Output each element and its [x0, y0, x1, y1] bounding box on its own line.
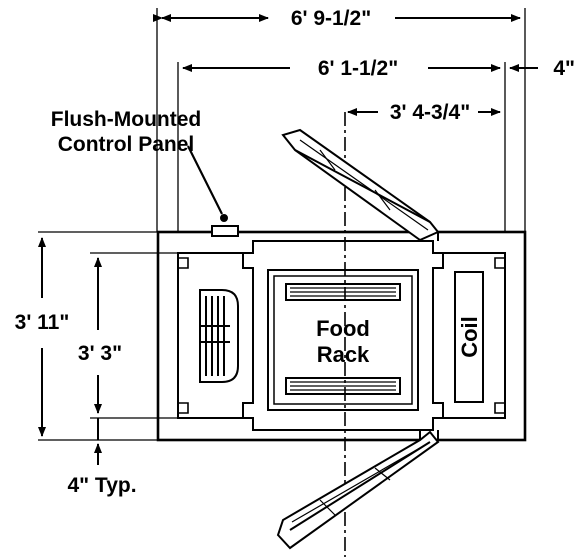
building-outline	[156, 230, 527, 442]
dim-wall-thickness: 4"	[553, 57, 575, 80]
dim-typical-wall: 4" Typ.	[67, 474, 136, 497]
extension-lines	[38, 8, 526, 441]
control-panel	[187, 145, 239, 237]
dimension-lines	[38, 14, 538, 465]
control-panel-label-line1: Flush-Mounted	[51, 108, 201, 131]
coil-label: Coil	[457, 316, 482, 358]
grille-unit	[199, 289, 239, 383]
dim-overall-depth: 3' 11"	[15, 311, 70, 334]
dim-inner-width: 6' 1-1/2"	[318, 57, 398, 80]
food-rack-label-line1: Food	[316, 316, 370, 341]
food-rack-label-line2: Rack	[317, 342, 370, 367]
dim-center-offset: 3' 4-3/4"	[390, 101, 470, 124]
coil-box	[454, 271, 484, 403]
control-panel-label-line2: Control Panel	[58, 133, 195, 156]
dim-inner-depth: 3' 3"	[78, 342, 122, 365]
door-bottom	[276, 430, 440, 550]
door-top	[281, 128, 440, 242]
dim-overall-width: 6' 9-1/2"	[291, 7, 371, 30]
food-rack	[267, 269, 419, 411]
